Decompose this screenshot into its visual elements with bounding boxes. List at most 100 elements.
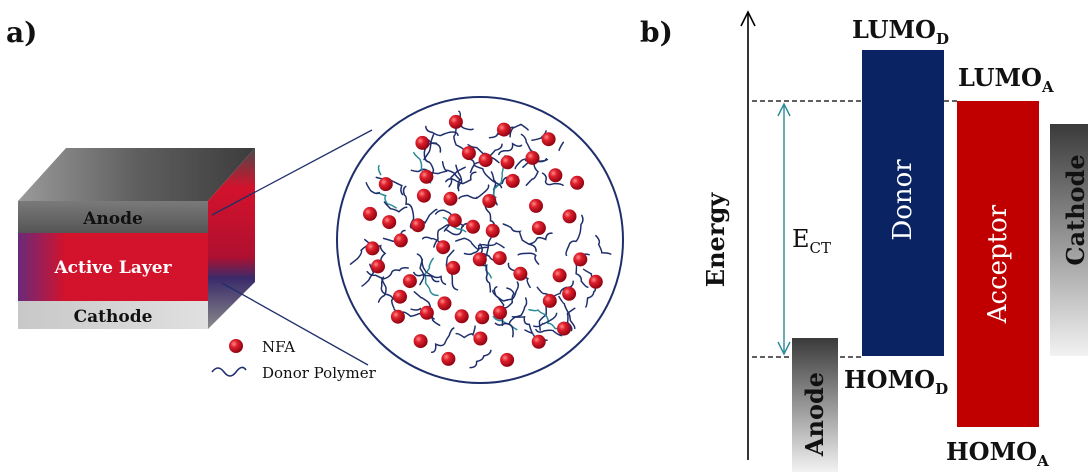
polymer-chain: [365, 181, 381, 195]
nfa-molecule: [461, 146, 476, 161]
polymer-chain: [416, 253, 447, 286]
nfa-molecule: [447, 213, 462, 228]
nfa-molecule: [492, 251, 507, 266]
nfa-molecule: [482, 194, 497, 208]
legend-polymer-text: Donor Polymer: [262, 364, 377, 382]
zoom-line-bottom: [221, 282, 369, 366]
zoom-circle-border: [336, 96, 624, 384]
cathode-layer: [18, 301, 208, 329]
nfa-molecule: [443, 191, 458, 206]
nfa-molecule: [529, 198, 543, 213]
polymer-chain: [466, 158, 503, 189]
polymer-chain: [349, 244, 370, 265]
polymer-chain: [419, 258, 425, 286]
nfa-molecule: [573, 252, 588, 267]
active-layer-text: Active Layer: [53, 258, 172, 278]
nfa-molecule: [475, 310, 490, 325]
nfa-molecule: [371, 259, 385, 274]
nfa-molecule: [478, 153, 493, 168]
cathode-bar-text: Cathode: [1061, 154, 1088, 265]
nfa-molecule: [485, 223, 500, 238]
polymer-chain: [402, 185, 415, 229]
acceptor-bar: [957, 101, 1039, 427]
polymer-chain: [455, 237, 489, 251]
nfa-molecule: [557, 321, 571, 336]
nfa-molecule: [410, 218, 425, 233]
nfa-molecule: [378, 177, 393, 192]
polymer-chain: [376, 191, 397, 209]
ect-label: ECT: [792, 225, 831, 257]
nfa-molecule: [588, 274, 603, 289]
nfa-molecule: [393, 233, 408, 248]
nfa-molecule: [419, 169, 434, 184]
nfa-molecule: [393, 289, 407, 304]
polymer-chain: [448, 166, 466, 188]
zoom-line-top: [211, 129, 373, 216]
legend-nfa-text: NFA: [262, 338, 295, 356]
homo-d-label: HOMOD: [844, 365, 948, 398]
nfa-molecule: [454, 309, 469, 324]
nfa-molecule: [446, 260, 461, 275]
nfa-molecule: [472, 252, 487, 267]
nfa-molecule: [466, 219, 480, 234]
polymer-chain: [463, 242, 505, 256]
nfa-molecule: [382, 215, 397, 230]
nfa-molecule: [448, 114, 463, 129]
polymer-chain: [498, 142, 523, 156]
nfa-molecule: [496, 122, 511, 137]
nfa-molecule: [437, 296, 452, 311]
polymer-chain: [455, 164, 463, 192]
polymer-chain: [423, 133, 435, 161]
polymer-chain: [425, 125, 459, 137]
nfa-molecule: [541, 132, 556, 147]
nfa-molecule: [473, 331, 488, 346]
polymer-chain: [383, 201, 408, 213]
polymer-chain: [377, 164, 382, 176]
legend-nfa-marker: [229, 339, 243, 353]
lumo-a-label: LUMOA: [958, 63, 1054, 96]
cathode-bar: [1050, 124, 1088, 356]
polymer-chain: [558, 141, 565, 152]
polymer-chain: [535, 328, 563, 337]
polymer-chain: [558, 295, 576, 330]
panel-a-label: a): [6, 16, 37, 49]
polymer-chain: [455, 325, 476, 339]
nfa-molecule: [531, 221, 546, 235]
nfa-molecule: [500, 352, 515, 367]
nfa-molecule: [552, 268, 567, 283]
polymer-chain: [441, 161, 462, 190]
polymer-chain: [377, 277, 387, 303]
polymer-chain: [380, 276, 395, 309]
polymer-chain: [517, 252, 540, 265]
polymer-chain: [541, 172, 564, 187]
polymer-chain: [494, 322, 514, 338]
nfa-molecule: [562, 209, 577, 224]
anode-bar-text: Anode: [800, 372, 829, 457]
polymer-chain: [533, 312, 558, 328]
polymer-chain: [366, 267, 409, 280]
donor-text: Donor: [888, 159, 918, 241]
nfa-molecule: [419, 305, 434, 320]
polymer-chain: [528, 308, 564, 330]
legend: NFA Donor Polymer: [211, 338, 377, 382]
polymer-chain: [531, 130, 547, 142]
nfa-molecule: [493, 305, 507, 320]
nfa-molecule: [513, 266, 528, 281]
energy-axis-arrow: [740, 10, 756, 27]
nfa-molecule: [505, 173, 520, 188]
anode-layer: [18, 201, 208, 233]
anode-text: Anode: [82, 209, 143, 229]
nfa-molecule: [441, 351, 456, 366]
ect-arrow-bottom-head: [777, 341, 791, 356]
polymer-chain: [484, 203, 496, 230]
morphology-circle: [336, 96, 624, 384]
nfa-molecule: [525, 150, 540, 165]
polymer-chain: [502, 223, 537, 253]
nfa-molecule: [363, 206, 377, 221]
nfa-molecule: [542, 293, 557, 308]
legend-polymer-marker: [211, 366, 247, 377]
polymer-chain: [565, 214, 584, 257]
polymer-chain: [430, 327, 455, 354]
nfa-molecule: [500, 155, 515, 170]
nfa-molecule: [436, 240, 451, 255]
